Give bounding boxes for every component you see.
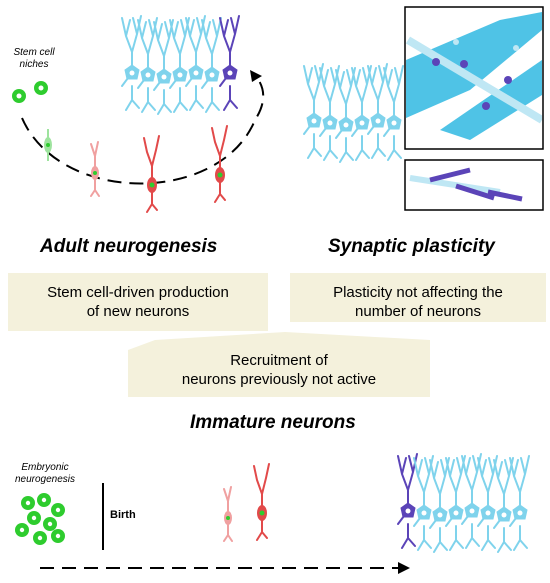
- neurogenesis-arrowhead: [250, 70, 262, 82]
- embryonic-cell-cluster: [15, 493, 65, 545]
- box-left-line-1: Stem cell-driven production: [47, 284, 229, 301]
- box-right: [290, 273, 546, 322]
- developing-cells: [44, 125, 228, 213]
- box-left-text: Stem cell-driven production of new neuro…: [8, 283, 268, 321]
- embryonic-line-2: neurogenesis: [14, 474, 76, 485]
- box-center-line-1: Recruitment of: [230, 352, 328, 369]
- box-center-text: Recruitment of neurons previously not ac…: [128, 351, 430, 389]
- embryonic-line-1: Embryonic: [21, 462, 69, 473]
- stem-cell-niches-label: Stem cell niches: [6, 47, 62, 71]
- neuron-cluster-plasticity: [303, 63, 404, 163]
- neuron-cluster-adult: [121, 15, 240, 115]
- synapse-inset-lower: [404, 159, 544, 211]
- embryonic-neurogenesis-label: Embryonic neurogenesis: [4, 462, 86, 486]
- box-center-line-2: neurons previously not active: [181, 371, 377, 388]
- box-right-line-1: Plasticity not affecting the: [333, 284, 503, 301]
- neurogenesis-path: [21, 73, 265, 185]
- heading-adult-neurogenesis: Adult neurogenesis: [40, 236, 218, 257]
- stem-cell-niches-line-1: Stem cell: [13, 47, 55, 58]
- stem-cell-niches-line-2: niches: [19, 59, 49, 70]
- box-right-text: Plasticity not affecting the number of n…: [290, 283, 546, 321]
- box-left-line-2: of new neurons: [86, 303, 190, 320]
- immature-neurons-icon: [223, 463, 270, 542]
- timeline-arrowhead: [398, 562, 410, 574]
- box-left: [8, 273, 268, 331]
- neuron-cluster-immature: [397, 453, 530, 553]
- box-center: [128, 332, 430, 397]
- box-right-line-2: number of neurons: [355, 303, 481, 320]
- birth-label: Birth: [110, 509, 136, 521]
- heading-synaptic-plasticity: Synaptic plasticity: [328, 236, 495, 257]
- stem-cell-niche-icon: [12, 81, 48, 103]
- heading-immature-neurons: Immature neurons: [190, 412, 356, 433]
- synapse-inset-upper: [404, 6, 544, 150]
